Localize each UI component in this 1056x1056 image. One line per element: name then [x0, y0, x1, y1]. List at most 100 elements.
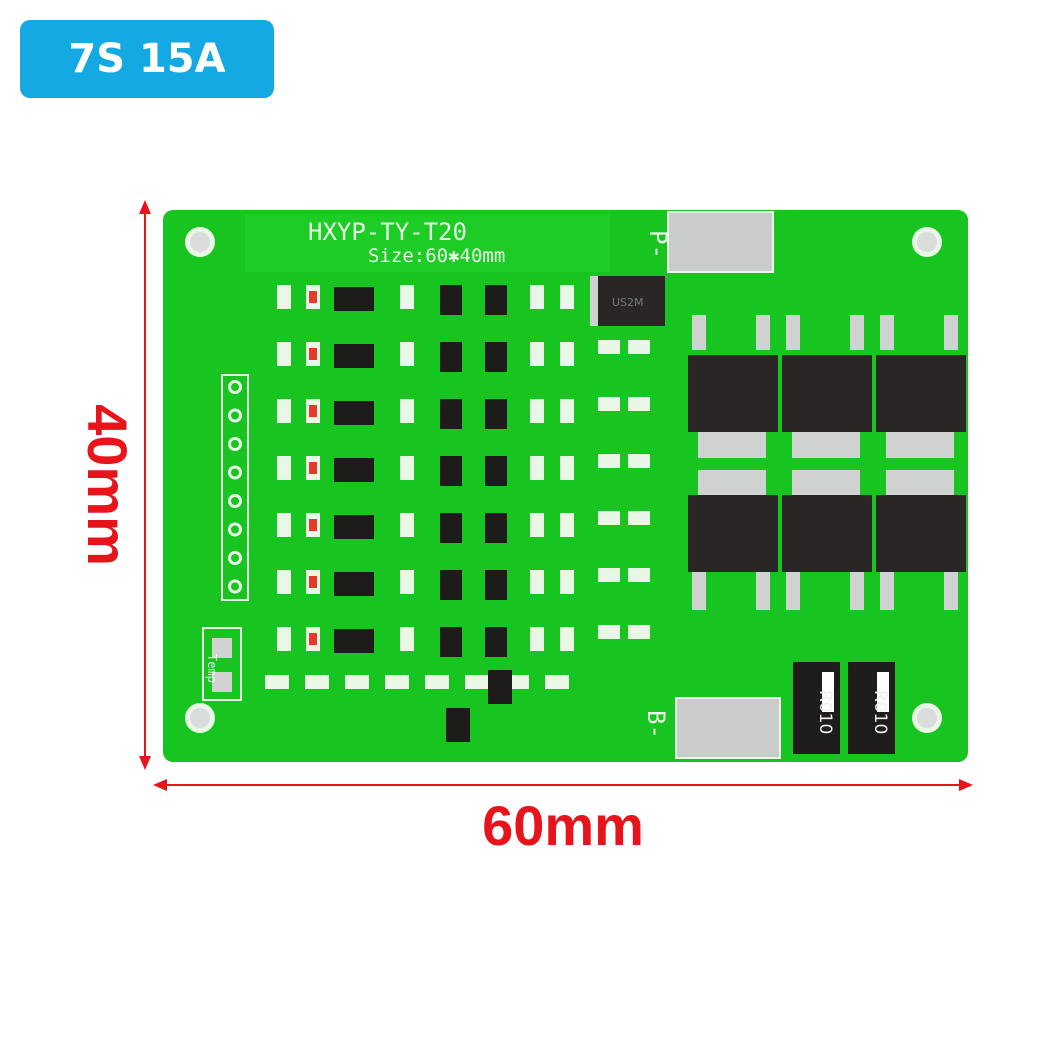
resistor [560, 570, 574, 594]
transistor [485, 513, 507, 543]
mosfet [782, 495, 872, 572]
resistor [400, 285, 414, 309]
resistor [530, 456, 544, 480]
protection-ic [334, 458, 374, 482]
board-model: HXYP-TY-T20 [308, 218, 467, 246]
mosfet [688, 355, 778, 432]
resistor [530, 342, 544, 366]
shunt-resistor: R010 [848, 662, 895, 754]
protection-ic [334, 344, 374, 368]
p-minus-pad [667, 211, 774, 273]
mosfet [876, 495, 966, 572]
transistor [485, 456, 507, 486]
mosfet [876, 355, 966, 432]
diode-label: US2M [612, 296, 644, 309]
capacitor [309, 633, 317, 645]
temp-connector [202, 627, 242, 701]
transistor [440, 570, 462, 600]
protection-ic [334, 515, 374, 539]
resistor [530, 570, 544, 594]
capacitor [309, 519, 317, 531]
protection-ic [334, 401, 374, 425]
resistor [560, 456, 574, 480]
resistor [598, 568, 620, 582]
balance-header [221, 374, 249, 601]
resistor [560, 399, 574, 423]
capacitor [309, 291, 317, 303]
resistor [400, 342, 414, 366]
pcb-board: HXYP-TY-T20 Size:60✱40mm P- B- US2M Temp… [163, 210, 968, 762]
resistor [425, 675, 449, 689]
temp-label: Temp [205, 654, 219, 683]
resistor [628, 511, 650, 525]
transistor [440, 342, 462, 372]
resistor [465, 675, 489, 689]
resistor [560, 342, 574, 366]
resistor [277, 285, 291, 309]
transistor [440, 285, 462, 315]
product-badge: 7S 15A [20, 20, 274, 98]
resistor [560, 285, 574, 309]
capacitor [309, 462, 317, 474]
transistor [485, 285, 507, 315]
resistor [277, 456, 291, 480]
resistor [628, 340, 650, 354]
transistor [440, 399, 462, 429]
resistor [560, 513, 574, 537]
capacitor [309, 576, 317, 588]
mosfet [688, 495, 778, 572]
resistor [598, 625, 620, 639]
resistor [277, 570, 291, 594]
capacitor [309, 348, 317, 360]
resistor [598, 397, 620, 411]
resistor [628, 625, 650, 639]
resistor [345, 675, 369, 689]
resistor [400, 570, 414, 594]
resistor [305, 675, 329, 689]
transistor [485, 342, 507, 372]
resistor [598, 454, 620, 468]
resistor [277, 627, 291, 651]
resistor [530, 513, 544, 537]
protection-ic [334, 287, 374, 311]
transistor [485, 399, 507, 429]
resistor [530, 285, 544, 309]
resistor [598, 511, 620, 525]
transistor [440, 513, 462, 543]
resistor [400, 513, 414, 537]
resistor [400, 399, 414, 423]
transistor [488, 670, 512, 704]
capacitor [309, 405, 317, 417]
resistor [277, 399, 291, 423]
resistor [400, 456, 414, 480]
transistor [440, 456, 462, 486]
transistor [446, 708, 470, 742]
mosfet [782, 355, 872, 432]
height-label: 40mm [76, 404, 139, 566]
transistor [485, 570, 507, 600]
resistor [265, 675, 289, 689]
pad-b-label: B- [642, 710, 670, 739]
resistor [400, 627, 414, 651]
height-dimension: 40mm [76, 200, 151, 770]
resistor [628, 568, 650, 582]
resistor [277, 342, 291, 366]
width-label: 60mm [482, 794, 644, 857]
resistor [560, 627, 574, 651]
diode-us2m [590, 276, 665, 326]
board-size-label: Size:60✱40mm [368, 245, 505, 267]
transistor [485, 627, 507, 657]
resistor [530, 627, 544, 651]
resistor [277, 513, 291, 537]
resistor [628, 397, 650, 411]
protection-ic [334, 572, 374, 596]
resistor [385, 675, 409, 689]
shunt-label: R010 [815, 690, 835, 734]
resistor [628, 454, 650, 468]
shunt-label: R010 [870, 690, 890, 734]
b-minus-pad [675, 697, 781, 759]
resistor [598, 340, 620, 354]
protection-ic [334, 629, 374, 653]
resistor [530, 399, 544, 423]
